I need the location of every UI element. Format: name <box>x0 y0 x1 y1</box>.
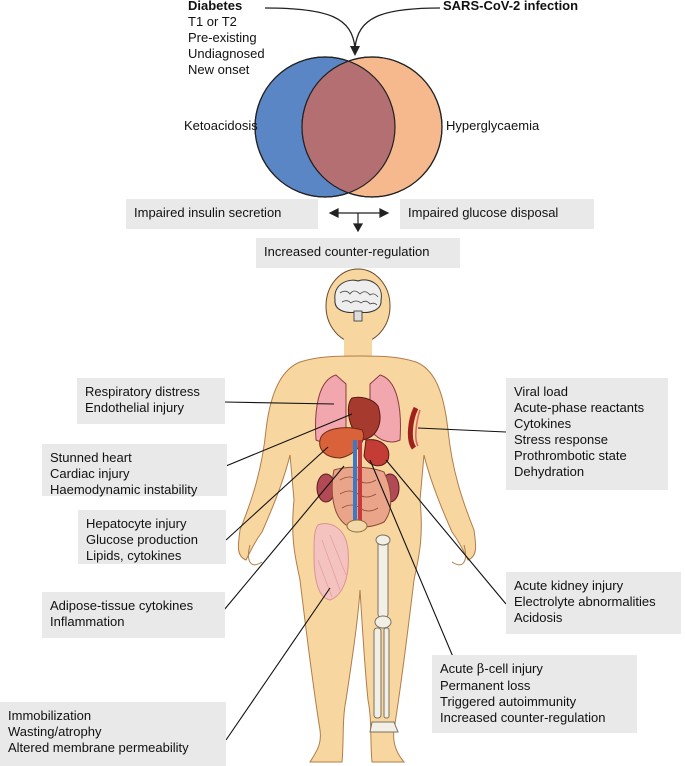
pancreas-line-1: Acute β-cell injury <box>440 661 629 678</box>
kidney-box: Acute kidney injury Electrolyte abnormal… <box>506 572 681 634</box>
adipose-box: Adipose-tissue cytokines Inflammation <box>42 592 225 638</box>
pancreas-line: Triggered autoimmunity <box>440 694 577 709</box>
venn-right-label: Hyperglycaemia <box>446 118 540 133</box>
mechanism-bottom-text: Increased counter-regulation <box>264 244 430 259</box>
heart-box: Stunned heart Cardiac injury Haemodynami… <box>42 444 227 497</box>
beta-symbol: β <box>476 662 485 677</box>
blood-box: Viral load Acute-phase reactants Cytokin… <box>506 378 668 490</box>
venn-diagram <box>254 56 443 198</box>
diabetes-line: T1 or T2 <box>188 14 237 29</box>
blood-line: Acute-phase reactants <box>514 400 645 415</box>
adipose-line: Adipose-tissue cytokines <box>50 598 194 613</box>
venn-arrowhead <box>350 46 360 56</box>
infection-arrow <box>354 7 441 49</box>
pancreas-line: Increased counter-regulation <box>440 710 606 725</box>
infection-title: SARS-CoV-2 infection <box>443 0 579 13</box>
kidney-line: Acute kidney injury <box>514 578 624 593</box>
pancreas-prefix: Acute <box>440 661 477 676</box>
muscle-line: Wasting/atrophy <box>8 724 102 739</box>
kidney-line: Electrolyte abnormalities <box>514 594 656 609</box>
mechanism-left-box: Impaired insulin secretion <box>126 199 318 229</box>
blood-line: Dehydration <box>514 464 585 479</box>
leg-bone-icon <box>369 534 399 733</box>
mechanism-right-text: Impaired glucose disposal <box>408 205 559 220</box>
muscle-box: Immobilization Wasting/atrophy Altered m… <box>0 702 226 766</box>
lung-line: Endothelial injury <box>85 400 185 415</box>
liver-box: Hepatocyte injury Glucose production Lip… <box>78 510 226 564</box>
adipose-line: Inflammation <box>50 614 125 629</box>
mechanism-right-box: Impaired glucose disposal <box>400 199 594 229</box>
heart-line: Cardiac injury <box>50 466 130 481</box>
liver-line: Glucose production <box>86 532 199 547</box>
mechanism-bottom-box: Increased counter-regulation <box>256 238 460 268</box>
lung-line: Respiratory distress <box>85 384 200 399</box>
blood-line: Stress response <box>514 432 608 447</box>
mechanism-arrows <box>328 208 390 233</box>
muscle-line: Altered membrane permeability <box>8 740 189 755</box>
venn-overlap <box>302 57 395 197</box>
kidney-line: Acidosis <box>514 610 563 625</box>
lung-box: Respiratory distress Endothelial injury <box>77 378 225 424</box>
diabetes-line: Pre-existing <box>188 30 257 45</box>
diabetes-title: Diabetes <box>188 0 243 13</box>
venn-left-label: Ketoacidosis <box>184 118 258 133</box>
brain-icon <box>334 279 382 313</box>
stomach-icon <box>363 439 390 467</box>
pancreas-suffix: -cell injury <box>484 661 543 676</box>
human-body <box>237 268 477 763</box>
liver-line: Hepatocyte injury <box>86 516 187 531</box>
diabetes-line: Undiagnosed <box>188 46 265 61</box>
blood-line: Viral load <box>514 384 568 399</box>
blood-line: Cytokines <box>514 416 572 431</box>
heart-line: Stunned heart <box>50 450 132 465</box>
mechanism-left-text: Impaired insulin secretion <box>134 205 282 220</box>
pancreas-line: Permanent loss <box>440 678 531 693</box>
liver-line: Lipids, cytokines <box>86 548 182 563</box>
blood-vessel-icon <box>407 406 419 450</box>
diabetes-block: Diabetes T1 or T2 Pre-existing Undiagnos… <box>188 0 265 78</box>
muscle-line: Immobilization <box>8 708 92 723</box>
blood-line: Prothrombotic state <box>514 448 627 463</box>
heart-line: Haemodynamic instability <box>50 482 198 497</box>
diabetes-arrow <box>264 7 356 49</box>
diabetes-line: New onset <box>188 62 250 77</box>
connector-lines <box>223 401 507 741</box>
pancreas-box: Acute β-cell injury Permanent loss Trigg… <box>432 655 637 733</box>
